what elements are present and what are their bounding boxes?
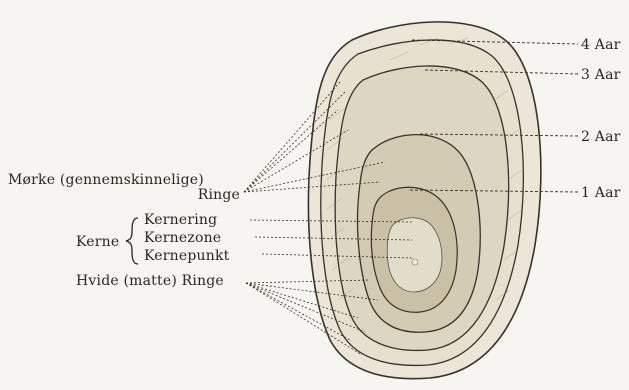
label-year-1: 1 Aar [581, 185, 621, 201]
label-year-3: 3 Aar [581, 67, 621, 83]
label-white-rings: Hvide (matte) Ringe [76, 273, 224, 289]
label-kernezone: Kernezone [144, 230, 221, 246]
label-year-2: 2 Aar [581, 129, 621, 145]
kerne-point [412, 259, 418, 265]
label-kernepunkt: Kernepunkt [144, 248, 229, 264]
label-kernering: Kernering [144, 212, 217, 228]
label-year-4: 4 Aar [581, 37, 621, 53]
kerne-brace [126, 218, 138, 264]
label-dark-rings-line1: Mørke (gennemskinnelige) [8, 172, 204, 188]
label-kerne: Kerne [76, 234, 119, 250]
label-dark-rings-line2: Ringe [196, 187, 240, 203]
kerne-zone [387, 218, 442, 292]
